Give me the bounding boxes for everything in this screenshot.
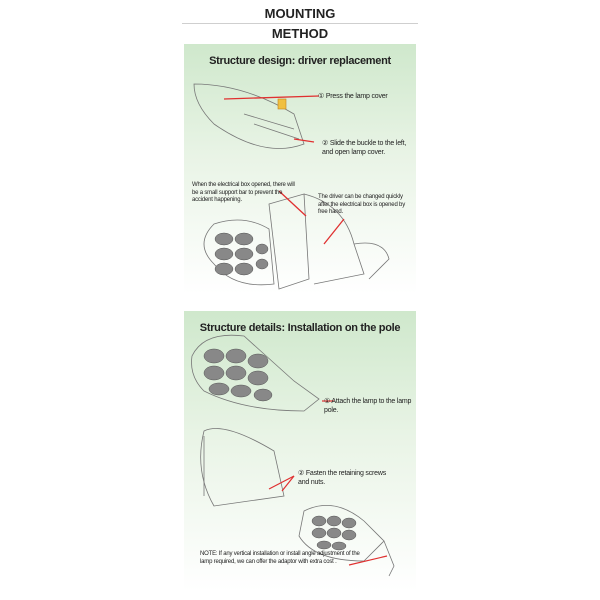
step-press-cover: ① Press the lamp cover (318, 93, 388, 100)
support-bar-note: When the electrical box opened, there wi… (192, 182, 295, 203)
step-attach-lamp: ① Attach the lamp to the lamp pole. (324, 398, 412, 414)
driver-change-note: The driver can be changed quickly after … (318, 194, 405, 215)
pole-installation-illustration (191, 334, 395, 577)
title-line-1: MOUNTING (264, 6, 336, 21)
section-title: Structure details: Installation on the p… (199, 322, 401, 334)
driver-replacement-panel: Structure design: driver replacement ① P… (184, 44, 416, 294)
step-fasten-screws: ② Fasten the retaining screws and nuts. (298, 470, 387, 486)
title-divider (182, 23, 418, 24)
section-title: Structure design: driver replacement (209, 55, 391, 67)
lamp-cover-illustration (193, 83, 390, 290)
step-slide-buckle: ② Slide the buckle to the left, and open… (322, 140, 407, 156)
pole-installation-panel: Structure details: Installation on the p… (184, 311, 416, 591)
title-line-2: METHOD (271, 26, 329, 41)
adaptor-note: NOTE: If any vertical installation or in… (200, 551, 360, 565)
